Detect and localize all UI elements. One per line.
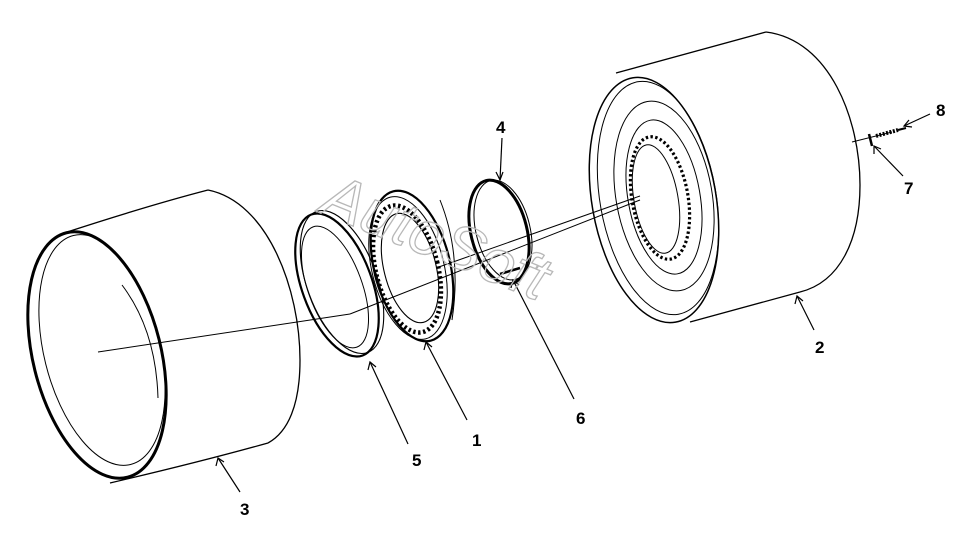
callout-7: 7: [904, 179, 913, 198]
callout-6: 6: [576, 409, 585, 428]
part-1-toothed-ring: [368, 189, 456, 343]
part-6-pin: [499, 266, 521, 276]
callout-8: 8: [936, 101, 945, 120]
callout-3: 3: [240, 500, 249, 519]
watermark: AutoSoft: [309, 160, 562, 316]
part-3-outer-drum: [26, 189, 301, 484]
callout-2: 2: [815, 338, 824, 357]
leader-lines: [215, 113, 931, 493]
assembly-axis: [97, 131, 893, 353]
part-8-screw: [875, 127, 907, 138]
callout-4: 4: [496, 118, 506, 137]
part-2-main-drum: [588, 31, 861, 324]
callout-1: 1: [472, 431, 481, 450]
callout-5: 5: [412, 451, 421, 470]
part-7-washer: [867, 133, 874, 147]
